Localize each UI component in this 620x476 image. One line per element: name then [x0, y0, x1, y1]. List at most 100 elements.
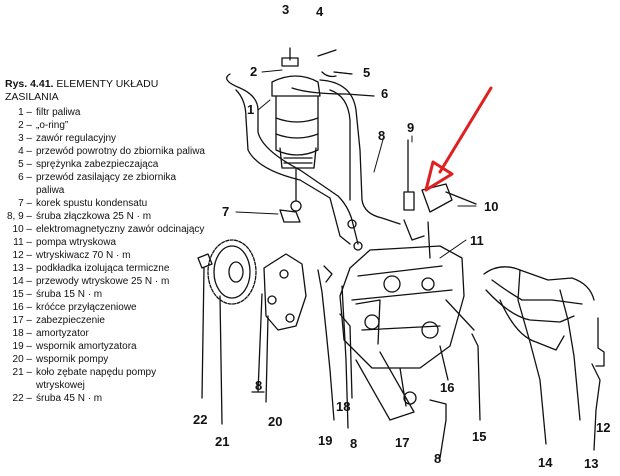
legend-text: przewód powrotny do zbiornika paliwa [36, 146, 205, 157]
legend-number: 20 – [12, 354, 32, 365]
legend-number: 7 – [18, 198, 32, 209]
legend-number: 10 – [12, 224, 32, 235]
legend-number: 17 – [12, 315, 32, 326]
shock-absorber-drawing [317, 265, 381, 429]
callout-11: 11 [470, 233, 484, 248]
legend-text: elektromagnetyczny zawór odcinający [36, 224, 205, 235]
callout-16: 16 [440, 380, 454, 395]
legend-text: zabezpieczenie [36, 315, 105, 326]
legend-text: zawór regulacyjny [36, 133, 117, 144]
legend-item: 14 –przewody wtryskowe 25 N · m [5, 275, 205, 288]
pump-bracket-drawing [251, 253, 307, 403]
callout-8-bottom: 8 [350, 436, 357, 451]
legend-text: wtryskiwacz 70 N · m [36, 250, 131, 261]
callout-17: 17 [395, 435, 409, 450]
callout-21: 21 [215, 434, 229, 449]
shutoff-valve-drawing [403, 139, 477, 259]
legend: Rys. 4.41. ELEMENTY UKŁADU ZASILANIA 1 –… [5, 78, 205, 405]
legend-number: 11 – [13, 237, 32, 248]
callout-8-right: 8 [434, 451, 441, 466]
legend-number: 1 – [18, 107, 32, 118]
legend-text: podkładka izolująca termiczne [36, 263, 170, 274]
legend-item: 17 – zabezpieczenie [5, 314, 205, 327]
legend-number: 21 – [12, 367, 32, 378]
legend-item: 15 – śruba 15 N · m [5, 288, 205, 301]
callout-20: 20 [268, 414, 282, 429]
legend-text: wspornik amortyzatora [36, 341, 137, 352]
fuel-filter-drawing [271, 47, 321, 223]
callout-6: 6 [381, 86, 388, 101]
screw-22-drawing [197, 253, 213, 399]
legend-text: wspornik pompy [36, 354, 109, 365]
legend-item: 4 – przewód powrotny do zbiornika paliwa [5, 145, 205, 158]
legend-text: amortyzator [36, 328, 89, 339]
leader-lines [235, 69, 477, 259]
legend-number: 19 – [12, 341, 32, 352]
legend-item: 11 – pompa wtryskowa [5, 236, 205, 249]
callout-2: 2 [250, 64, 257, 79]
callout-5: 5 [363, 65, 370, 80]
callout-4: 4 [316, 4, 324, 19]
legend-item: 21 – koło zębate napędu pompy wtryskowej [5, 366, 205, 392]
legend-item: 2 – „o-ring” [5, 119, 205, 132]
legend-item: 10 – elektromagnetyczny zawór odcinający [5, 223, 205, 236]
legend-item: 8, 9 – śruba złączkowa 25 N · m [5, 210, 205, 223]
figure-caption: ELEMENTY UKŁADU ZASILANIA [5, 78, 159, 103]
legend-text: koło zębate napędu pompy wtryskowej [36, 367, 157, 391]
callout-3: 3 [282, 2, 289, 17]
legend-number: 8, 9 – [6, 211, 32, 222]
legend-item: 20 – wspornik pompy [5, 353, 205, 366]
legend-item: 12 – wtryskiwacz 70 N · m [5, 249, 205, 262]
legend-number: 16 – [12, 302, 32, 313]
legend-text: śruba złączkowa 25 N · m [36, 211, 152, 222]
legend-text: śruba 45 N · m [36, 393, 103, 404]
legend-list: 1 – filtr paliwa 2 – „o-ring”3 –zawór regul… [5, 106, 205, 405]
injection-lines-drawing [483, 266, 605, 451]
callout-7: 7 [222, 204, 229, 219]
callout-9: 9 [407, 120, 414, 135]
legend-text: sprężynka zabezpieczająca [36, 159, 159, 170]
legend-item: 1 – filtr paliwa [5, 106, 205, 119]
callout-12: 12 [596, 420, 610, 435]
legend-item: 5 – sprężynka zabezpieczająca [5, 158, 205, 171]
legend-text: filtr paliwa [36, 107, 81, 118]
legend-number: 15 – [12, 289, 32, 300]
callout-18: 18 [336, 399, 350, 414]
legend-number: 5 – [18, 159, 32, 170]
red-arrow [424, 86, 493, 192]
callout-13: 13 [584, 456, 598, 471]
figure-title: Rys. 4.41. ELEMENTY UKŁADU ZASILANIA [5, 78, 205, 104]
legend-text: przewód zasilający ze zbiornika paliwa [36, 172, 177, 196]
legend-item: 19 – wspornik amortyzatora [5, 340, 205, 353]
legend-number: 4 – [18, 146, 32, 157]
screws-drawing [429, 333, 481, 459]
legend-text: korek spustu kondensatu [36, 198, 148, 209]
legend-number: 18 – [12, 328, 32, 339]
callout-14: 14 [538, 455, 553, 470]
callout-22: 22 [193, 412, 207, 427]
legend-item: 13 – podkładka izolująca termiczne [5, 262, 205, 275]
legend-item: 16 – króćce przyłączeniowe [5, 301, 205, 314]
legend-item: 6 – przewód zasilający ze zbiornika paliw… [5, 171, 205, 197]
legend-text: pompa wtryskowa [36, 237, 117, 248]
legend-item: 18 – amortyzator [5, 327, 205, 340]
callout-8-top: 8 [378, 128, 385, 143]
callout-10: 10 [484, 199, 498, 214]
drive-gear-drawing [207, 239, 257, 425]
callout-19: 19 [318, 433, 332, 448]
legend-item: 7 – korek spustu kondensatu [5, 197, 205, 210]
legend-item: 3 –zawór regulacyjny [5, 132, 205, 145]
callout-8-left: 8 [255, 378, 262, 393]
legend-text: „o-ring” [36, 120, 69, 131]
legend-number: 13 – [12, 263, 32, 274]
legend-number: 12 – [12, 250, 32, 261]
figure-number: Rys. 4.41. [5, 78, 54, 90]
legend-text: króćce przyłączeniowe [36, 302, 137, 313]
legend-number: 2 – [18, 120, 32, 131]
callout-1: 1 [247, 102, 254, 117]
legend-text: przewody wtryskowe 25 N · m [36, 276, 170, 287]
legend-text: śruba 15 N · m [36, 289, 103, 300]
callout-15: 15 [472, 429, 486, 444]
legend-number: 6 – [18, 172, 32, 183]
legend-item: 22 –śruba 45 N · m [5, 392, 205, 405]
